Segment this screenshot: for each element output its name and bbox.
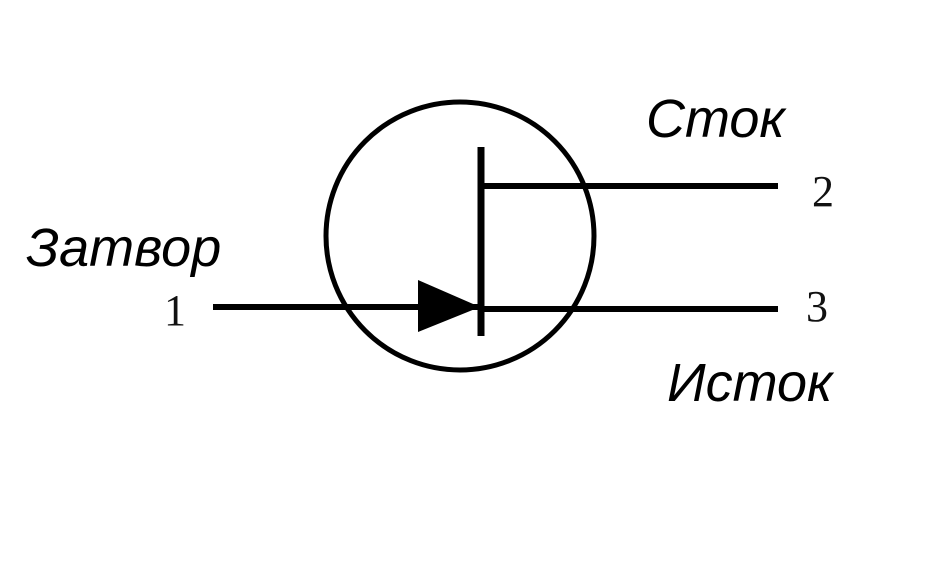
source-label: Исток xyxy=(667,353,835,413)
gate-arrow-icon xyxy=(418,280,480,332)
source-pin-number: 3 xyxy=(806,282,828,331)
transistor-body-circle xyxy=(323,99,597,373)
drain-pin-number: 2 xyxy=(812,167,834,216)
drain-label: Сток xyxy=(646,89,787,149)
gate-label: Затвор xyxy=(26,218,221,278)
gate-pin-number: 1 xyxy=(164,286,186,335)
